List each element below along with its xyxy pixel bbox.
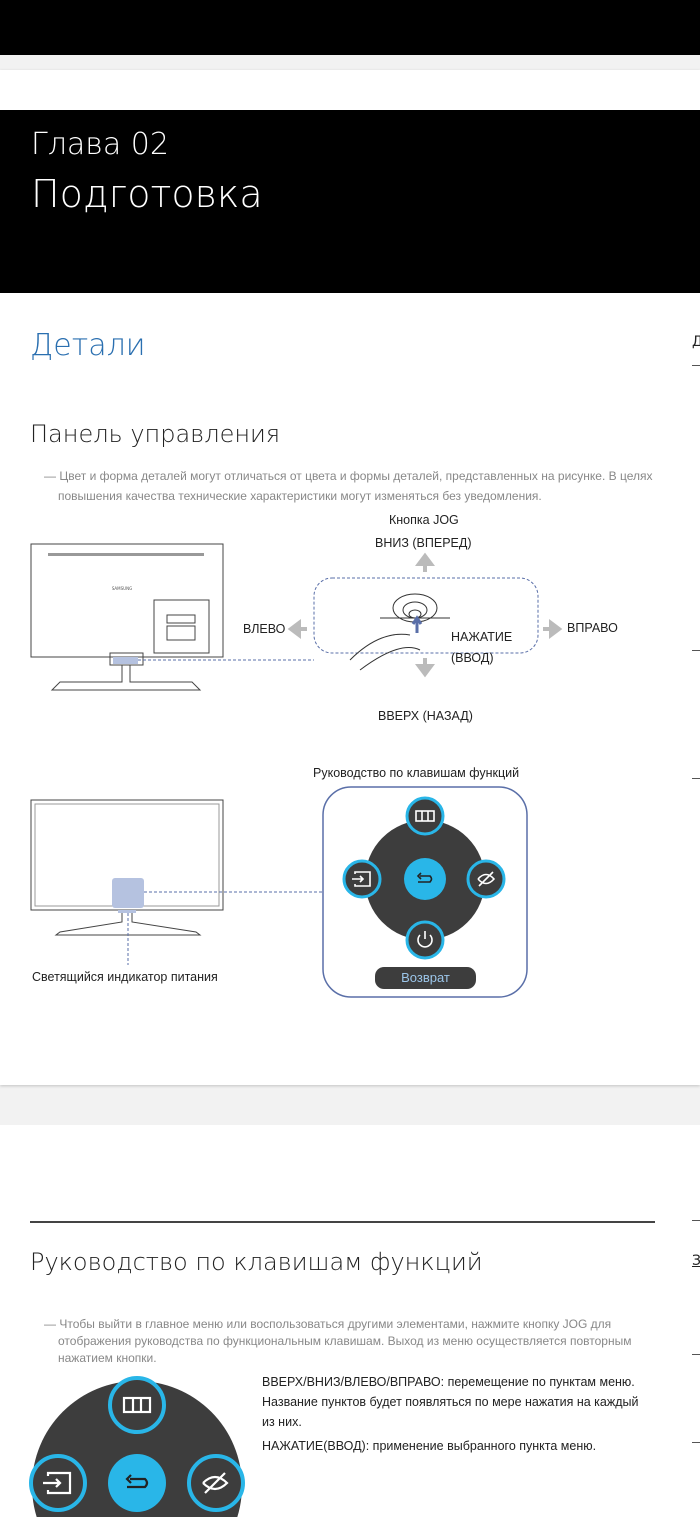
side-dash: [692, 1354, 700, 1355]
side-dash: [692, 365, 700, 366]
jog-label: Кнопка JOG: [389, 513, 459, 527]
left-label: ВЛЕВО: [243, 622, 286, 636]
return-icon: [416, 872, 433, 883]
guide-label: Руководство по клавишам функций: [313, 766, 520, 780]
eye-saver-icon: [477, 871, 496, 887]
eye-saver-icon: [202, 1472, 229, 1494]
function-guide-para-2: НАЖАТИЕ(ВВОД): применение выбранного пун…: [262, 1439, 597, 1453]
control-panel-note: — Цвет и форма деталей могут отличаться …: [44, 469, 653, 503]
arrow-left-icon: [287, 619, 307, 639]
jog-location: [113, 657, 138, 664]
note-text: Цвет и форма деталей могут отличаться от…: [58, 469, 653, 503]
jog-button-illustration: [349, 593, 450, 671]
side-heading-2[interactable]: З: [692, 1253, 700, 1269]
top-bar: [0, 0, 700, 55]
side-dash: [692, 650, 700, 651]
function-guide-para-1: ВВЕРХ/ВНИЗ/ВЛЕВО/ВПРАВО: перемещение по …: [262, 1375, 639, 1429]
chapter-title: Подготовка: [31, 172, 263, 216]
function-guide-title: Руководство по клавишам функций: [30, 1248, 483, 1276]
arrow-down-icon: [415, 658, 435, 678]
press-label-2: (ВВОД): [451, 651, 494, 665]
section-divider: [30, 1221, 655, 1223]
power-icon: [417, 931, 433, 948]
control-panel-title: Панель управления: [30, 420, 281, 448]
menu-icon: [415, 810, 435, 822]
chapter-header: Глава 02 Подготовка: [0, 110, 700, 293]
jog-diagram: SAMSUNG: [30, 543, 563, 691]
power-button[interactable]: [405, 920, 445, 960]
return-label: Возврат: [401, 970, 450, 985]
menu-icon: [122, 1396, 152, 1414]
press-label: НАЖАТИЕ: [451, 630, 513, 644]
side-dash: [692, 1442, 700, 1443]
chapter-number: Глава 02: [31, 127, 169, 162]
arrow-right-icon: [543, 619, 563, 639]
menu-button[interactable]: [108, 1376, 166, 1434]
down-label: ВВЕРХ (НАЗАД): [378, 709, 473, 723]
power-led: [112, 878, 144, 908]
press-arrow-icon: [411, 615, 423, 633]
arrow-up-icon: [415, 552, 435, 572]
return-label-box: [375, 967, 476, 989]
power-led-label: Светящийся индикатор питания: [32, 970, 218, 984]
side-dash: [692, 1220, 700, 1221]
return-button[interactable]: [108, 1454, 166, 1512]
return-button[interactable]: [404, 858, 446, 900]
function-guide-note: — Чтобы выйти в главное меню или восполь…: [44, 1317, 632, 1365]
right-label: ВПРАВО: [567, 621, 618, 635]
source-icon: [352, 871, 371, 887]
return-icon: [125, 1474, 149, 1489]
side-heading-1[interactable]: Д: [692, 334, 700, 350]
jog-callout: [313, 577, 539, 654]
note-text: Чтобы выйти в главное меню или воспользо…: [58, 1317, 632, 1365]
function-key-diagram-large: [29, 1376, 245, 1517]
source-icon: [43, 1471, 72, 1495]
function-key-diagram: [30, 786, 528, 998]
brand-logo: SAMSUNG: [112, 586, 132, 591]
side-dash: [692, 778, 700, 779]
up-label: ВНИЗ (ВПЕРЕД): [375, 536, 472, 550]
monitor-back: [30, 543, 224, 691]
section-title: Детали: [30, 328, 146, 363]
menu-button[interactable]: [405, 796, 445, 836]
